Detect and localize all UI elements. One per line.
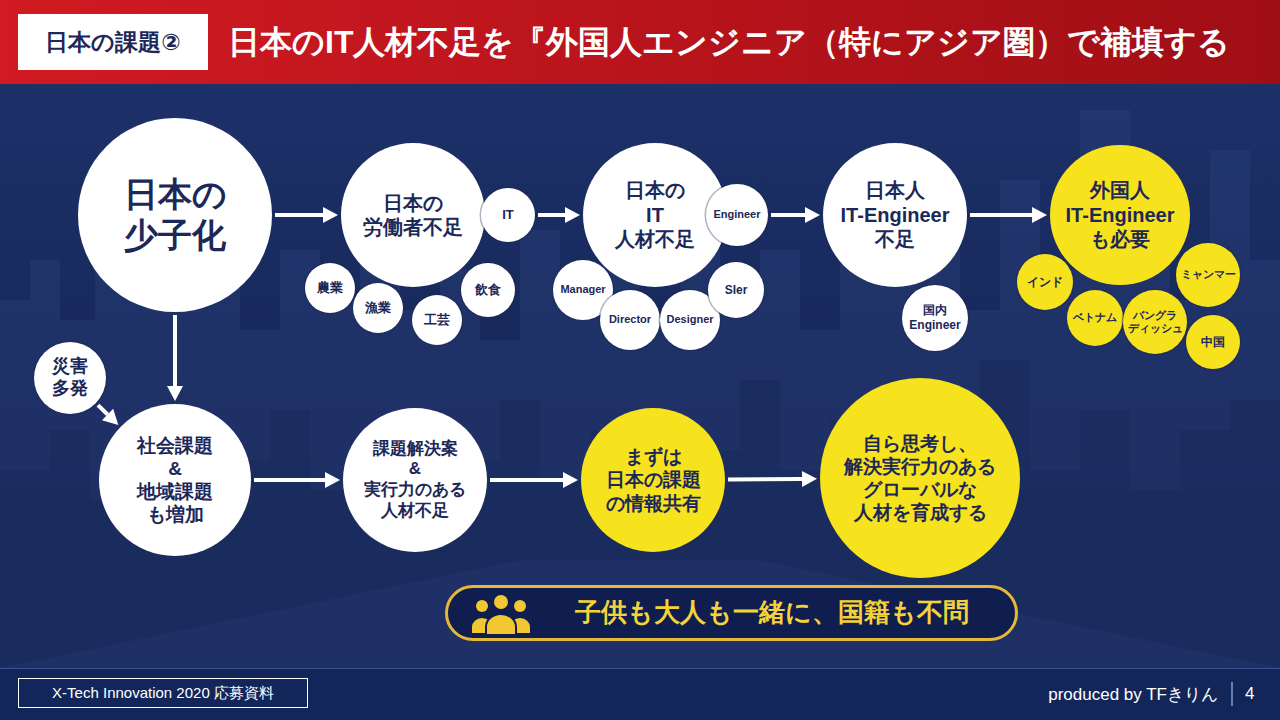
flow-arrow (275, 207, 338, 223)
arrow-line (490, 478, 563, 482)
circle-label: 漁業 (356, 300, 400, 316)
icon-head (514, 600, 526, 612)
people-icon (470, 591, 532, 637)
icon-body (486, 614, 516, 635)
sub-circle: 飲食 (461, 263, 515, 317)
arrow-line (173, 315, 177, 386)
circle-label: バングラ ディッシュ (1125, 309, 1185, 336)
arrow-line (970, 213, 1032, 217)
flow-arrow (490, 472, 578, 488)
circle-label: Manager (555, 283, 611, 296)
circle-label: SIer (710, 283, 762, 298)
credit-text: produced by TFきりん (1048, 683, 1218, 706)
circle-label: 外国人 IT-Engineer も必要 (1058, 178, 1183, 251)
icon-head (493, 594, 509, 610)
circle-label: 日本の IT 人材不足 (600, 178, 710, 251)
sub-circle: 国内 Engineer (902, 285, 968, 351)
circle-label: 飲食 (464, 282, 512, 298)
slide-title: 日本のIT人材不足を『外国人エンジニア（特にアジア圏）で補填する (228, 23, 1230, 62)
circle-label: IT (484, 207, 532, 223)
topic-circle: 社会課題 & 地域課題 も増加 (99, 404, 251, 556)
sub-circle: Director (600, 290, 660, 350)
country-circle: ベトナム (1067, 290, 1123, 346)
flow-arrow (771, 207, 820, 223)
country-circle: ミャンマー (1176, 243, 1240, 307)
highlight-circle: 外国人 IT-Engineer も必要 (1050, 145, 1190, 285)
cause-circle: 災害 多発 (34, 342, 106, 414)
arrow-line (98, 405, 108, 414)
page-number: 4 (1245, 684, 1254, 704)
topic-circle: 日本の 労働者不足 (341, 143, 485, 287)
sub-circle: 農業 (305, 263, 355, 313)
arrow-line (275, 213, 323, 217)
near-skyline (0, 360, 1280, 668)
country-circle: バングラ ディッシュ (1123, 290, 1187, 354)
flow-arrow (98, 405, 118, 425)
circle-label: 国内 Engineer (905, 303, 965, 332)
circle-label: 日本の 少子化 (100, 174, 250, 257)
circle-label: まずは 日本の課題 の情報共有 (598, 445, 708, 515)
box-label: 日本の課題② (45, 28, 180, 56)
sub-circle: SIer (708, 262, 764, 318)
icon-head (476, 600, 488, 612)
circle-label: インド (1019, 275, 1071, 290)
circle-label: 中国 (1188, 335, 1238, 350)
arrow-line (728, 477, 802, 482)
box-label: 子供も大人も一緒に、国籍も不問 (575, 597, 969, 629)
topic-circle: 日本人 IT-Engineer 不足 (823, 143, 967, 287)
arrow-line (538, 213, 565, 217)
circle-label: 自ら思考し、 解決実行力のある グローバルな 人材を育成する (833, 432, 1008, 525)
sub-circle: Engineer (706, 184, 768, 246)
circle-label: Engineer (708, 208, 766, 221)
arrow-line (771, 213, 805, 217)
sub-circle: 工芸 (412, 295, 462, 345)
topic-circle: 日本の 少子化 (78, 118, 272, 312)
circle-label: Director (602, 313, 658, 326)
circle-label: 日本人 IT-Engineer 不足 (833, 178, 958, 251)
arrow-head (802, 471, 817, 487)
arrow-head (805, 207, 820, 223)
motto-banner: 子供も大人も一緒に、国籍も不問 (445, 585, 1018, 641)
flow-arrow (970, 207, 1047, 223)
arrow-head (167, 386, 183, 401)
box-label: X-Tech Innovation 2020 応募資料 (52, 684, 274, 702)
sub-circle: IT (481, 188, 535, 242)
topic-circle: 課題解決案 & 実行力のある 人材不足 (343, 408, 487, 552)
arrow-head (1032, 207, 1047, 223)
flow-arrow (167, 315, 183, 401)
circle-label: 工芸 (415, 312, 459, 328)
arrow-head (565, 207, 580, 223)
circle-label: ベトナム (1069, 311, 1121, 324)
country-circle: 中国 (1186, 315, 1240, 369)
footer-tag: X-Tech Innovation 2020 応募資料 (18, 678, 308, 708)
circle-label: 農業 (308, 280, 352, 296)
circle-label: ミャンマー (1178, 268, 1238, 281)
flow-arrow (728, 471, 817, 487)
goal-circle: 自ら思考し、 解決実行力のある グローバルな 人材を育成する (820, 378, 1020, 578)
far-skyline (0, 110, 1280, 668)
circle-label: 社会課題 & 地域課題 も増加 (115, 434, 235, 527)
street-haze (0, 560, 1280, 668)
arrow-head (102, 409, 118, 425)
arrow-line (254, 478, 325, 482)
arrow-head (563, 472, 578, 488)
topic-circle: 日本の IT 人材不足 (583, 143, 727, 287)
flow-arrow (538, 207, 580, 223)
sub-circle: 漁業 (353, 283, 403, 333)
circle-label: Designer (662, 313, 718, 326)
flow-arrow (254, 472, 340, 488)
country-circle: インド (1017, 254, 1073, 310)
divider-line (1231, 682, 1233, 706)
circle-label: 災害 多発 (40, 356, 100, 400)
arrow-head (325, 472, 340, 488)
circle-label: 課題解決案 & 実行力のある 人材不足 (355, 439, 475, 522)
arrow-head (323, 207, 338, 223)
section-tag: 日本の課題② (18, 14, 208, 70)
highlight-circle: まずは 日本の課題 の情報共有 (581, 408, 725, 552)
circle-label: 日本の 労働者不足 (353, 191, 473, 240)
